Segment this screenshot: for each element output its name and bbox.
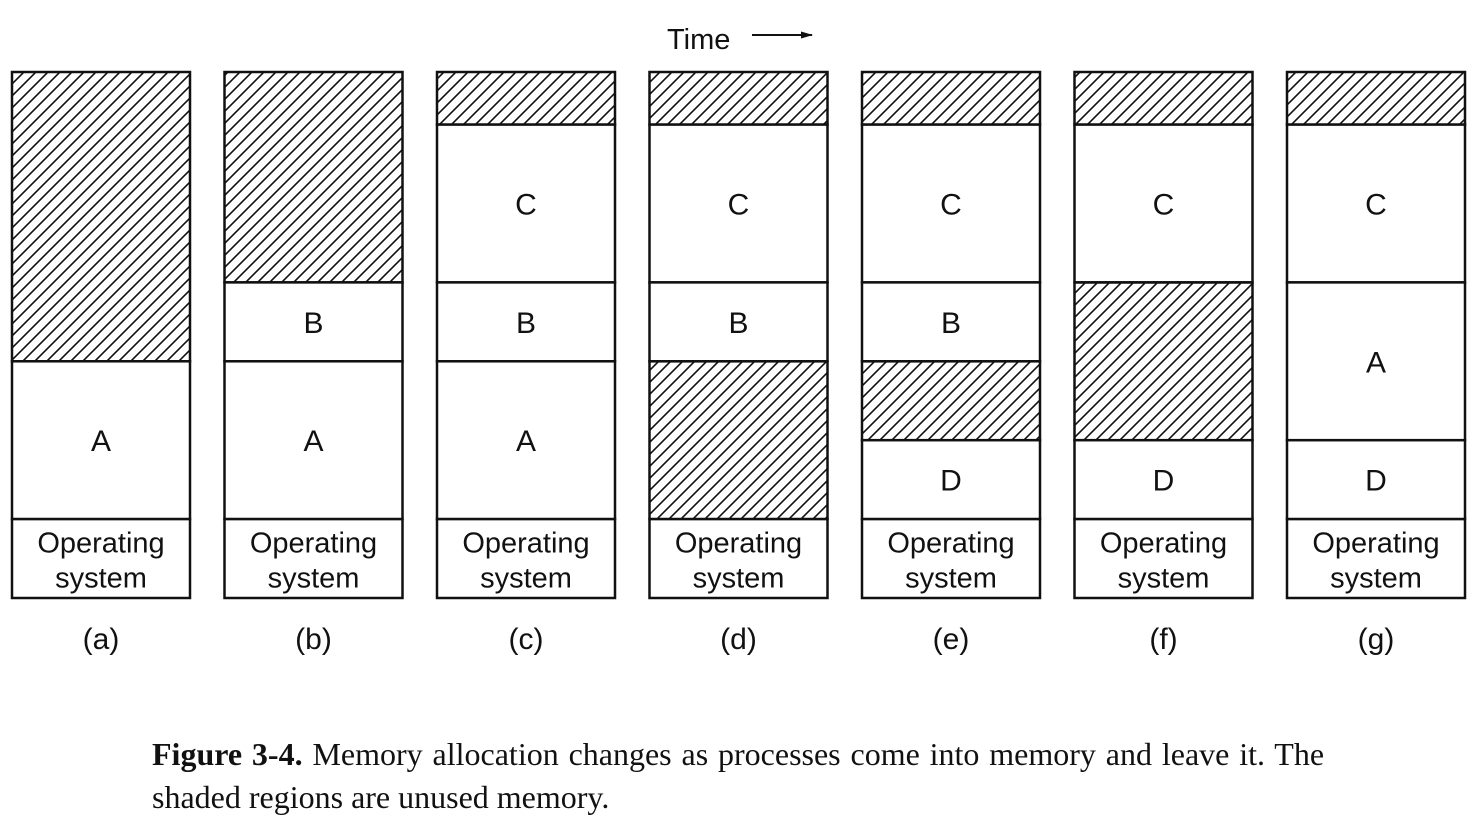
- free-memory-region: [648, 70, 829, 126]
- column-label: (c): [509, 623, 544, 656]
- process-region: [860, 438, 1042, 521]
- os-label-line: system: [1330, 563, 1422, 595]
- process-region: [223, 360, 404, 521]
- os-label-line: Operating: [250, 528, 377, 560]
- os-label-line: system: [55, 563, 147, 595]
- free-memory-region: [1285, 70, 1467, 126]
- process-region: [860, 123, 1042, 284]
- os-region: [1073, 517, 1254, 600]
- os-label-line: Operating: [1100, 528, 1227, 560]
- process-label: A: [303, 425, 323, 458]
- os-region: [860, 517, 1042, 600]
- process-label: A: [1366, 346, 1386, 379]
- process-label: D: [940, 465, 962, 498]
- free-memory-region: [435, 70, 617, 126]
- os-region: [435, 517, 617, 600]
- os-region: [648, 517, 829, 600]
- os-label-line: Operating: [37, 528, 164, 560]
- free-memory-region: [860, 70, 1042, 126]
- figure-caption: Figure 3-4. Memory allocation changes as…: [152, 733, 1324, 819]
- memory-allocation-diagram: Time AOperatingsystem(a)BAOperatingsyste…: [10, 24, 1467, 656]
- caption-text: Memory allocation changes as processes c…: [152, 736, 1325, 815]
- column-label: (d): [720, 623, 757, 656]
- process-label: D: [1365, 465, 1387, 498]
- time-label: Time: [667, 24, 730, 56]
- os-label-line: system: [480, 563, 572, 595]
- process-region: [648, 123, 829, 284]
- os-region: [223, 517, 404, 600]
- process-label: B: [303, 307, 323, 340]
- process-label: A: [91, 425, 111, 458]
- memory-snapshots: AOperatingsystem(a)BAOperatingsystem(b)C…: [10, 70, 1467, 656]
- free-memory-region: [223, 70, 404, 284]
- os-label-line: system: [268, 563, 360, 595]
- column-label: (b): [295, 623, 332, 656]
- os-region: [1285, 517, 1467, 600]
- os-label-line: Operating: [1312, 528, 1439, 560]
- free-memory-region: [10, 70, 192, 363]
- process-label: C: [515, 189, 537, 222]
- free-memory-region: [1073, 70, 1254, 126]
- process-label: C: [1365, 189, 1387, 222]
- process-label: C: [1153, 189, 1175, 222]
- process-label: B: [728, 307, 748, 340]
- process-region: [435, 281, 617, 363]
- os-region: [10, 517, 192, 600]
- figure-number: Figure 3-4.: [152, 736, 303, 772]
- os-label-line: Operating: [887, 528, 1014, 560]
- process-region: [1073, 438, 1254, 521]
- process-label: C: [940, 189, 962, 222]
- os-label-line: Operating: [675, 528, 802, 560]
- process-label: D: [1153, 465, 1175, 498]
- process-label: B: [941, 307, 961, 340]
- free-memory-region: [1073, 281, 1254, 442]
- process-label: B: [516, 307, 536, 340]
- os-label-line: system: [1118, 563, 1210, 595]
- column-label: (f): [1149, 623, 1177, 656]
- os-label-line: system: [693, 563, 785, 595]
- process-region: [435, 123, 617, 284]
- process-region: [435, 360, 617, 521]
- time-indicator: Time: [667, 24, 813, 56]
- process-region: [860, 281, 1042, 363]
- process-region: [648, 281, 829, 363]
- os-label-line: Operating: [462, 528, 589, 560]
- column-label: (a): [83, 623, 120, 656]
- free-memory-region: [648, 360, 829, 521]
- free-memory-region: [860, 360, 1042, 442]
- column-label: (e): [933, 623, 970, 656]
- process-region: [1285, 438, 1467, 521]
- process-label: C: [728, 189, 750, 222]
- column-label: (g): [1358, 623, 1395, 656]
- os-label-line: system: [905, 563, 997, 595]
- process-label: A: [516, 425, 536, 458]
